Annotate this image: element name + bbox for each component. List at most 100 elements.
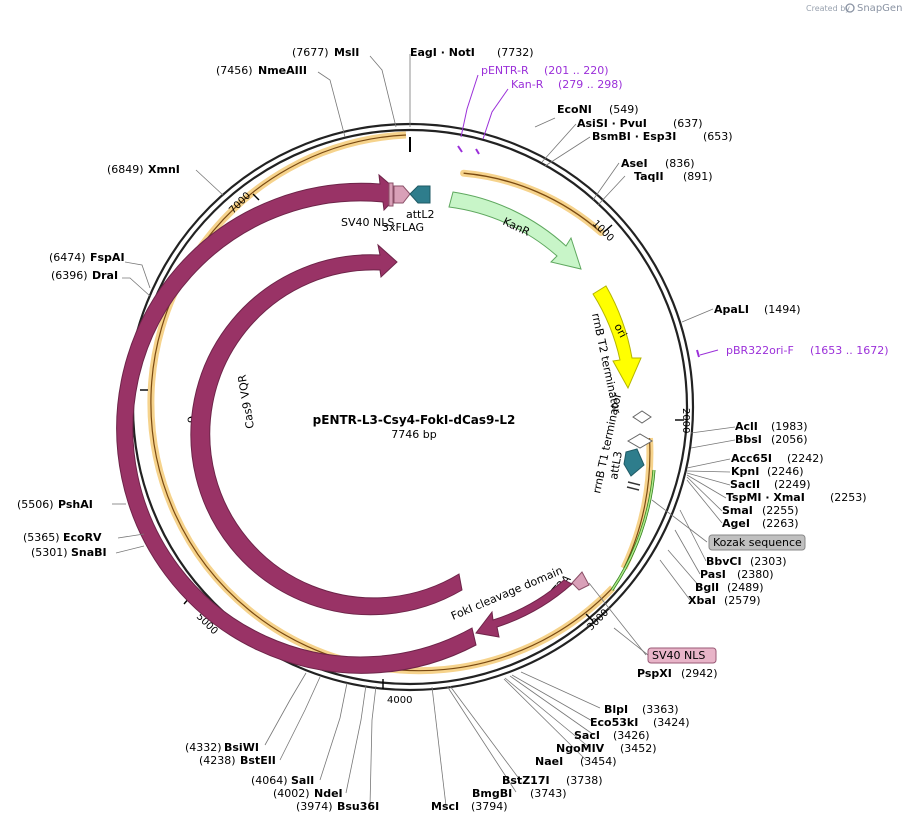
primer-pbr322ori-f-range: (1653 .. 1672): [810, 344, 889, 357]
site-kpni-name: KpnI: [731, 465, 759, 478]
site-bstz17i-name: BstZ17I: [502, 774, 550, 787]
site-agei-name: AgeI: [722, 517, 750, 530]
site-pshai-pos: (5506): [17, 498, 54, 511]
site-sali-name: SalI: [291, 774, 314, 787]
site-tspmi-xmai-pos: (2253): [830, 491, 867, 504]
kozak-sequence-box[interactable]: [708, 534, 806, 551]
site-apali-pos: (1494): [764, 303, 801, 316]
3xflag-arrow[interactable]: [393, 185, 411, 204]
attl3-mark-1: [627, 481, 641, 486]
site-bmgbi-name: BmgBI: [472, 787, 512, 800]
cas9-vqr-arrow[interactable]: [190, 243, 463, 616]
site-acc65i-name: Acc65I: [731, 452, 772, 465]
site-eagi-noti-pos: (7732): [497, 46, 534, 59]
site-fspai-name: FspAI: [90, 251, 125, 264]
credit-prefix: Created by: [806, 4, 850, 13]
site-econi-name: EcoNI: [557, 103, 592, 116]
site-bsiwi-name: BsiWI: [224, 741, 259, 754]
attl2-arrow[interactable]: [409, 185, 431, 204]
attl3-label: attL3: [607, 450, 625, 480]
primer-kan-r-label: Kan-R: [511, 78, 544, 91]
sv40-nls-right-box[interactable]: [647, 647, 717, 664]
site-asisi-pvui-name: AsiSI · PvuI: [577, 117, 647, 130]
primer-pentr-r-range: (201 .. 220): [544, 64, 609, 77]
sv40-nls-right-label: SV40 NLS: [652, 649, 705, 662]
t2a-arrow[interactable]: [571, 571, 590, 591]
primer-pbr322ori-f-mark: [696, 349, 700, 358]
site-nmeaiii-name: NmeAIII: [258, 64, 307, 77]
site-xmni-pos: (6849): [107, 163, 144, 176]
site-sacii-name: SacII: [730, 478, 760, 491]
site-blpi-name: BlpI: [604, 703, 628, 716]
kozak-sequence-label: Kozak sequence: [713, 536, 802, 549]
site-blpi-pos: (3363): [642, 703, 679, 716]
site-msli-name: MslI: [334, 46, 359, 59]
primer-pentr-r-mark: [457, 145, 463, 153]
site-bsteii-name: BstEII: [240, 754, 276, 767]
sv40-nls-top-label: SV40 NLS: [341, 216, 394, 229]
foki-cleavage-domain-arrow[interactable]: [475, 579, 573, 638]
site-drai-pos: (6396): [51, 269, 88, 282]
site-ecorv-name: EcoRV: [63, 531, 102, 544]
site-xbai-pos: (2579): [724, 594, 761, 607]
rrnb-t2-terminator-arrow[interactable]: [632, 410, 652, 424]
site-agei-pos: (2263): [762, 517, 799, 530]
tick-1000: 1000: [590, 218, 616, 244]
kanr-arrow[interactable]: [448, 191, 582, 270]
orf-ring: [147, 131, 654, 675]
site-nmeaiii-pos: (7456): [216, 64, 253, 77]
plasmid-name: pENTR-L3-Csy4-FokI-dCas9-L2: [313, 413, 516, 427]
site-leader-lines: [112, 54, 736, 807]
site-pasi-pos: (2380): [737, 568, 774, 581]
sv40-nls-top-arrow[interactable]: [388, 182, 394, 207]
site-bsu36i-pos: (3974): [296, 800, 333, 813]
site-kpni-pos: (2246): [767, 465, 804, 478]
cas9-vqr-label: Cas9 VQR: [236, 373, 257, 429]
primer-pentr-r-label: pENTR-R: [481, 64, 529, 77]
site-bsu36i-name: Bsu36I: [337, 800, 379, 813]
rrnb-t1-terminator-arrow[interactable]: [627, 433, 653, 449]
site-acc65i-pos: (2242): [787, 452, 824, 465]
3xflag-label: 3xFLAG: [382, 221, 424, 234]
ori-arrow[interactable]: [592, 285, 642, 390]
primer-kan-r-range: (279 .. 298): [558, 78, 623, 91]
site-bsmbi-esp3i-pos: (653): [703, 130, 733, 143]
site-bsmbi-esp3i-name: BsmBI · Esp3I: [592, 130, 676, 143]
site-bstz17i-pos: (3738): [566, 774, 603, 787]
site-bbsi-pos: (2056): [771, 433, 808, 446]
attl3-arrow[interactable]: [623, 448, 645, 477]
primer-kan-r-mark: [475, 148, 480, 155]
site-taqii-name: TaqII: [634, 170, 664, 183]
site-sali-pos: (4064): [251, 774, 288, 787]
site-snabi-pos: (5301): [31, 546, 68, 559]
site-bbvci-name: BbvCI: [706, 555, 742, 568]
site-ndei-pos: (4002): [273, 787, 310, 800]
site-msci-name: MscI: [431, 800, 459, 813]
site-eco53ki-name: Eco53kI: [590, 716, 638, 729]
site-pshai-name: PshAI: [58, 498, 93, 511]
site-bsiwi-pos: (4332): [185, 741, 222, 754]
site-smai-name: SmaI: [722, 504, 753, 517]
site-asei-name: AseI: [621, 157, 648, 170]
site-naei-pos: (3454): [580, 755, 617, 768]
site-apali-name: ApaLI: [714, 303, 749, 316]
tick-4000: 4000: [387, 695, 412, 706]
site-saci-pos: (3426): [613, 729, 650, 742]
site-asei-pos: (836): [665, 157, 695, 170]
site-bbvci-pos: (2303): [750, 555, 787, 568]
site-bsteii-pos: (4238): [199, 754, 236, 767]
site-fspai-pos: (6474): [49, 251, 86, 264]
site-sacii-pos: (2249): [774, 478, 811, 491]
site-snabi-name: SnaBI: [71, 546, 107, 559]
site-taqii-pos: (891): [683, 170, 713, 183]
site-ecorv-pos: (5365): [23, 531, 60, 544]
site-acli-name: AclI: [735, 420, 758, 433]
site-drai-name: DraI: [92, 269, 118, 282]
site-bbsi-name: BbsI: [735, 433, 762, 446]
tick-marks: [140, 193, 684, 689]
site-ndei-name: NdeI: [314, 787, 343, 800]
site-eagi-noti-name: EagI · NotI: [410, 46, 475, 59]
site-msci-pos: (3794): [471, 800, 508, 813]
credit-brand: SnapGene: [857, 3, 903, 14]
